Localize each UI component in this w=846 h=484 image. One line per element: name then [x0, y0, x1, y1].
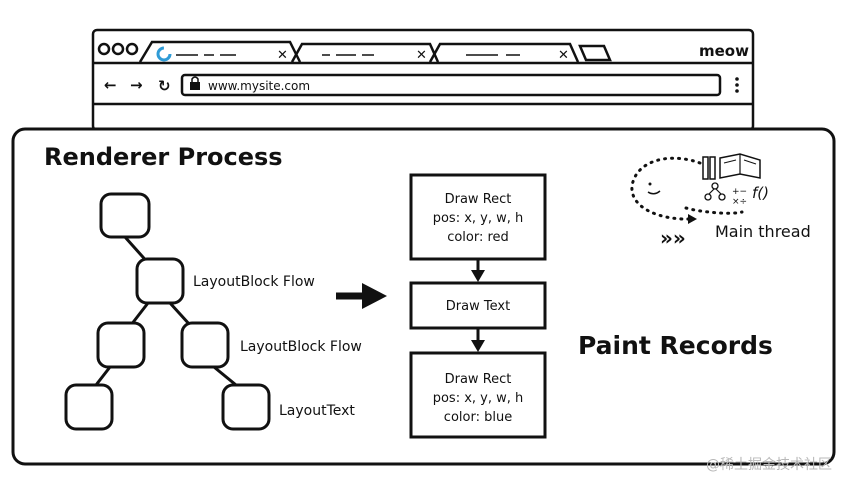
browser-window: ✕ ✕ ✕ meow ← → ↻ www.mysite.com: [91, 28, 755, 132]
tree-node-layout-text: [221, 383, 271, 431]
reload-icon[interactable]: ↻: [158, 77, 171, 95]
tab-close-icon[interactable]: ✕: [277, 48, 288, 63]
loading-spinner-icon: [156, 46, 172, 62]
tree-node-layout-block: [135, 257, 185, 305]
paint-records-title: Paint Records: [578, 331, 773, 360]
tab-close-icon[interactable]: ✕: [416, 48, 427, 63]
paint-record-text: pos: x, y, w, h: [433, 391, 524, 406]
tab-close-icon[interactable]: ✕: [558, 48, 569, 63]
tree-node-root: [99, 192, 151, 239]
renderer-process-title: Renderer Process: [44, 143, 283, 171]
tree-label: LayoutBlock Flow: [240, 339, 362, 355]
watermark-text: @稀土掘金技术社区: [706, 457, 832, 473]
paint-records-stack: Draw Rect pos: x, y, w, h color: red Dra…: [409, 173, 547, 439]
browser-tab[interactable]: ✕: [138, 40, 302, 63]
svg-text:f(): f(): [752, 184, 769, 202]
tree-node-leaf: [64, 383, 114, 431]
paint-record-text: Draw Rect: [445, 372, 512, 387]
svg-text:×÷: ×÷: [732, 197, 747, 207]
paint-record-text: Draw Text: [446, 299, 510, 314]
paint-record-text: color: red: [447, 230, 509, 245]
main-thread-illustration: +− ×÷ f() »» Main thread: [630, 153, 811, 250]
math-icon: +− ×÷ f(): [732, 184, 769, 207]
paint-record-text: pos: x, y, w, h: [433, 211, 524, 226]
paint-record-box: [409, 351, 547, 439]
forward-arrow-icon[interactable]: →: [130, 76, 143, 94]
profile-name: meow: [699, 42, 749, 60]
tree-node-layout-block: [180, 321, 230, 369]
tree-node-left: [96, 321, 146, 369]
paint-record-text: color: blue: [444, 410, 512, 425]
chevrons-icon: »»: [660, 226, 686, 250]
address-text: www.mysite.com: [208, 79, 310, 93]
more-vertical-icon[interactable]: [735, 77, 739, 93]
books-icon: [702, 153, 761, 180]
tree-label: LayoutText: [279, 403, 355, 419]
svg-text:+−: +−: [732, 187, 747, 197]
lock-icon: [190, 76, 200, 90]
browser-tab[interactable]: ✕: [428, 42, 580, 63]
tree-label: LayoutBlock Flow: [193, 274, 315, 290]
paint-record-text: Draw Rect: [445, 192, 512, 207]
new-tab-button[interactable]: [578, 44, 612, 62]
window-control-minimize-icon[interactable]: [111, 42, 125, 56]
layout-tree: LayoutBlock Flow LayoutBlock Flow Layout…: [64, 192, 362, 431]
window-control-maximize-icon[interactable]: [125, 42, 139, 56]
main-thread-label: Main thread: [715, 222, 811, 241]
window-control-close-icon[interactable]: [97, 42, 111, 56]
transform-arrow: [336, 283, 387, 309]
tree-icon: [704, 182, 726, 201]
face-doodle-icon: [630, 156, 702, 221]
back-arrow-icon[interactable]: ←: [104, 76, 117, 94]
address-bar[interactable]: [180, 73, 722, 97]
